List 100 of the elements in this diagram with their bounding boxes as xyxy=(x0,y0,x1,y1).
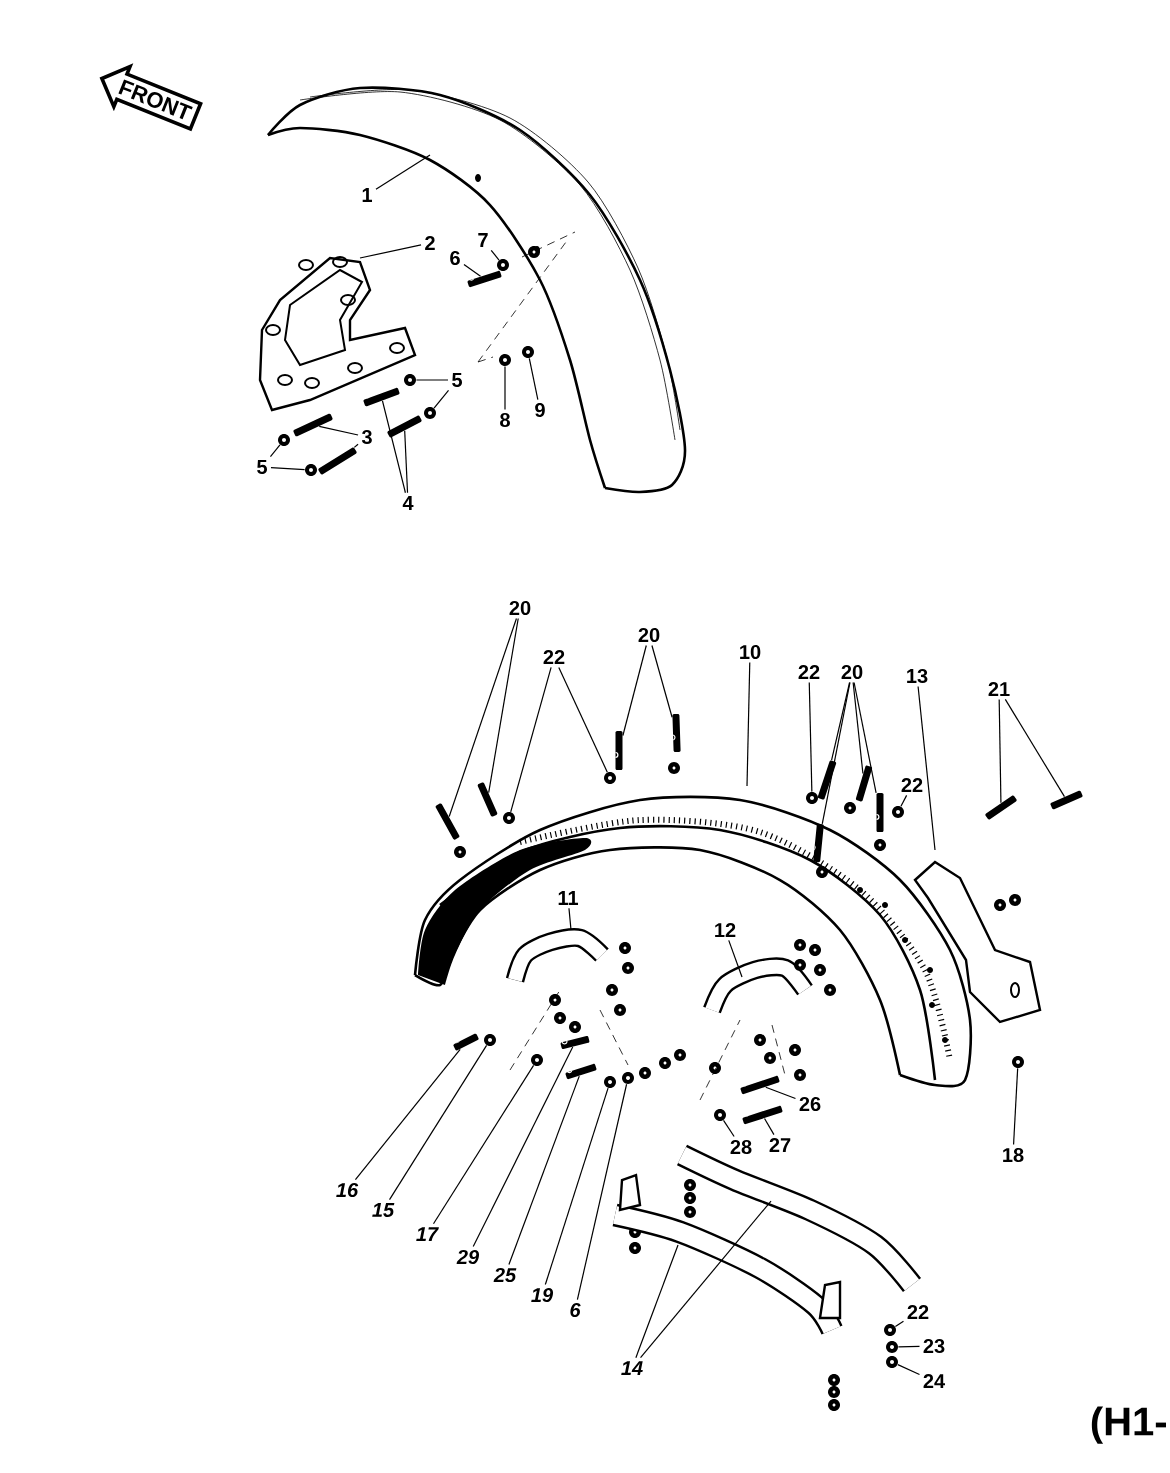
callout-number: 22 xyxy=(798,665,820,679)
leader-line xyxy=(528,357,539,401)
leader-line xyxy=(544,1087,609,1286)
leader-line xyxy=(381,400,407,494)
nut xyxy=(604,772,616,784)
leader-line xyxy=(375,154,431,190)
leader-line xyxy=(269,444,281,458)
bolt xyxy=(453,1033,479,1051)
nut xyxy=(714,1109,726,1121)
leader-line xyxy=(894,1320,905,1328)
bolt xyxy=(477,782,498,817)
bolt xyxy=(672,713,681,753)
leader-line xyxy=(639,1200,772,1359)
callout-number: 14 xyxy=(621,1361,643,1375)
nut xyxy=(531,1054,543,1066)
leader-line xyxy=(490,249,500,261)
callout-number: 7 xyxy=(478,233,488,247)
bolt xyxy=(560,1036,590,1050)
leader-line xyxy=(765,1086,797,1100)
callout-number: 10 xyxy=(740,644,761,660)
callout-number: 6 xyxy=(450,250,460,266)
callout-number: 24 xyxy=(923,1374,945,1388)
leader-line xyxy=(852,681,864,775)
callout-number: 20 xyxy=(509,600,531,616)
callout-number: 2 xyxy=(425,236,435,250)
bolt xyxy=(813,823,824,863)
leader-line xyxy=(998,698,1002,804)
nut xyxy=(278,434,290,446)
callout-number: 12 xyxy=(715,923,736,937)
leader-line xyxy=(568,907,572,931)
leader-line xyxy=(831,681,851,761)
leader-line xyxy=(853,681,877,794)
leader-line xyxy=(433,389,450,409)
callout-number: 23 xyxy=(923,1338,945,1354)
leader-line xyxy=(821,681,851,825)
leader-line xyxy=(318,425,359,436)
leader-line xyxy=(722,1119,735,1138)
figure-code: (H1- xyxy=(1091,1406,1166,1444)
leader-line xyxy=(897,1345,921,1348)
leader-line xyxy=(359,244,422,259)
leader-line xyxy=(1004,698,1066,798)
leader-line xyxy=(472,1046,574,1248)
callout-number: 15 xyxy=(372,1203,395,1217)
bolt xyxy=(387,415,422,438)
bolt xyxy=(293,413,333,437)
leader-line xyxy=(270,466,306,471)
callout-number: 20 xyxy=(638,627,660,643)
leader-line xyxy=(763,1117,775,1136)
bolt xyxy=(855,765,873,802)
bolt xyxy=(985,795,1017,820)
callout-number: 9 xyxy=(535,402,545,418)
leader-line xyxy=(415,379,449,381)
leader-line xyxy=(900,794,908,807)
nut xyxy=(806,792,818,804)
bolt xyxy=(435,803,460,840)
nut xyxy=(497,259,509,271)
leader-line xyxy=(508,1075,580,1266)
nut xyxy=(886,1341,898,1353)
leader-line xyxy=(576,1083,628,1301)
bolt xyxy=(1050,790,1083,810)
leader-line xyxy=(448,617,518,818)
callout-number: 4 xyxy=(402,496,414,510)
callout-number: 22 xyxy=(901,778,923,792)
nut xyxy=(884,1324,896,1336)
leader-line xyxy=(504,365,506,411)
nut xyxy=(892,806,904,818)
bolt xyxy=(740,1075,780,1095)
callout-number: 13 xyxy=(907,668,928,684)
leader-line xyxy=(463,263,482,277)
callout-number: 28 xyxy=(730,1139,752,1155)
leader-line xyxy=(808,681,813,793)
nut xyxy=(404,374,416,386)
bolt xyxy=(565,1063,597,1080)
leader-line xyxy=(746,661,751,787)
leader-line xyxy=(1012,1067,1019,1146)
bolt xyxy=(615,731,623,770)
callout-number: 6 xyxy=(570,1302,581,1318)
leader-line xyxy=(404,430,409,494)
leader-line xyxy=(622,644,647,737)
nut xyxy=(499,354,511,366)
callout-number: 27 xyxy=(769,1138,791,1152)
callout-number: 16 xyxy=(336,1182,359,1198)
callout-number: 25 xyxy=(493,1267,517,1283)
leader-line xyxy=(510,666,552,813)
nut xyxy=(424,407,436,419)
callout-number: 26 xyxy=(799,1096,821,1112)
callout-number: 3 xyxy=(361,429,372,445)
callout-number: 21 xyxy=(988,682,1010,696)
nut xyxy=(604,1076,616,1088)
nut xyxy=(522,346,534,358)
callout-number: 22 xyxy=(543,650,565,664)
nut xyxy=(622,1072,634,1084)
leader-line xyxy=(917,685,936,851)
leader-line xyxy=(488,617,519,794)
leader-line xyxy=(354,1048,461,1181)
callout-number: 5 xyxy=(452,373,462,387)
bolt xyxy=(363,387,400,407)
nut xyxy=(484,1034,496,1046)
nut xyxy=(305,464,317,476)
nut xyxy=(503,812,515,824)
